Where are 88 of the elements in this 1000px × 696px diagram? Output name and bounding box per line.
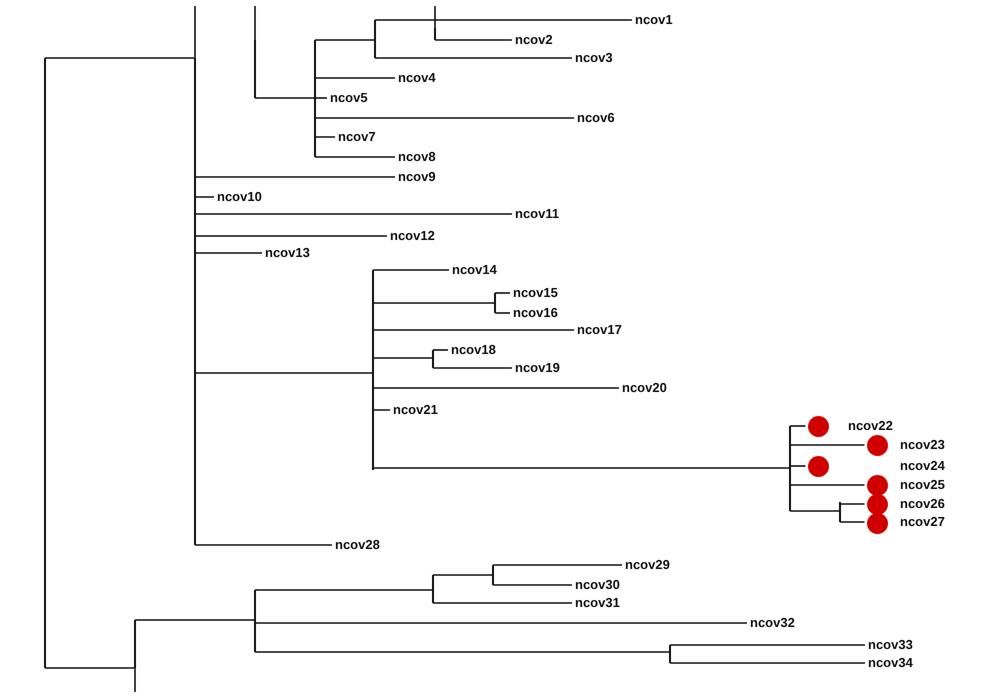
branch-line [45, 57, 194, 59]
marker-dot [866, 512, 888, 534]
taxon-label: ncov30 [572, 576, 620, 594]
branch-line [790, 465, 806, 467]
branch-line [373, 269, 449, 271]
taxon-label: ncov29 [622, 556, 670, 574]
taxon-label: ncov23 [864, 434, 945, 456]
branch-line [435, 39, 512, 41]
branch-line [493, 584, 572, 586]
marker-dot [808, 416, 828, 436]
taxon-label: ncov12 [387, 227, 435, 245]
branch-line [840, 503, 864, 505]
branch-line [254, 6, 256, 40]
taxon-label: ncov32 [747, 614, 795, 632]
taxon-label: ncov1 [632, 11, 673, 29]
taxon-label: ncov21 [390, 401, 438, 419]
taxon-label: ncov11 [512, 205, 560, 223]
marker-dot [808, 456, 828, 476]
taxon-label: ncov22 [806, 415, 893, 437]
branch-line [790, 425, 806, 427]
taxon-label: ncov31 [572, 594, 620, 612]
branch-line [433, 349, 448, 351]
branch-line [134, 668, 136, 692]
taxon-label: ncov8 [395, 148, 436, 166]
taxon-label: ncov6 [574, 109, 615, 127]
branch-line [195, 372, 372, 374]
branch-line [195, 176, 395, 178]
branch-line [373, 357, 432, 359]
branch-line [255, 589, 432, 591]
branch-line [315, 97, 327, 99]
taxon-label: ncov20 [619, 379, 667, 397]
branch-line [670, 662, 865, 664]
branch-line [790, 510, 839, 512]
branch-line [373, 302, 494, 304]
branch-line [790, 444, 864, 446]
taxon-label: ncov25 [864, 474, 945, 496]
branch-line [373, 409, 390, 411]
taxon-label: ncov5 [327, 89, 368, 107]
branch-line [433, 367, 512, 369]
taxon-label: ncov33 [865, 636, 913, 654]
branch-line [315, 117, 574, 119]
taxon-label: ncov24 [806, 455, 945, 477]
taxon-label: ncov34 [865, 654, 913, 672]
branch-line [373, 387, 619, 389]
taxon-label: ncov2 [512, 31, 553, 49]
branch-line [495, 292, 510, 294]
taxon-label: ncov7 [335, 128, 376, 146]
branch-line [135, 619, 254, 621]
branch-line [433, 574, 492, 576]
taxon-label: ncov10 [214, 188, 262, 206]
branch-line [790, 484, 864, 486]
branch-line [195, 196, 214, 198]
branch-line [195, 235, 387, 237]
taxon-label: ncov4 [395, 69, 436, 87]
taxon-label: ncov9 [395, 168, 436, 186]
branch-line [375, 57, 572, 59]
taxon-label: ncov18 [448, 341, 496, 359]
branch-line [195, 213, 512, 215]
branch-line [840, 521, 864, 523]
branch-line [433, 602, 572, 604]
taxon-label: ncov16 [510, 304, 558, 322]
branch-line [315, 39, 374, 41]
taxon-label: ncov19 [512, 359, 560, 377]
branch-line [255, 622, 747, 624]
taxon-label: ncov15 [510, 284, 558, 302]
taxon-label: ncov13 [262, 244, 310, 262]
branch-line [495, 312, 510, 314]
branch-line [493, 564, 622, 566]
taxon-label: ncov3 [572, 49, 613, 67]
branch-line [195, 252, 262, 254]
branch-line [434, 6, 436, 28]
branch-line [373, 467, 789, 469]
branch-line [670, 644, 865, 646]
branch-line [255, 97, 314, 99]
branch-line [194, 6, 196, 58]
branch-line [195, 544, 332, 546]
taxon-label: ncov28 [332, 536, 380, 554]
branch-line [315, 136, 335, 138]
taxon-label: ncov17 [574, 321, 622, 339]
branch-line [315, 156, 395, 158]
branch-line [315, 77, 395, 79]
branch-line [373, 329, 574, 331]
taxon-label: ncov14 [449, 261, 497, 279]
branch-line [255, 651, 669, 653]
branch-line [45, 667, 134, 669]
marker-dot [866, 434, 888, 456]
branch-line [375, 19, 632, 21]
marker-dot [866, 474, 888, 496]
